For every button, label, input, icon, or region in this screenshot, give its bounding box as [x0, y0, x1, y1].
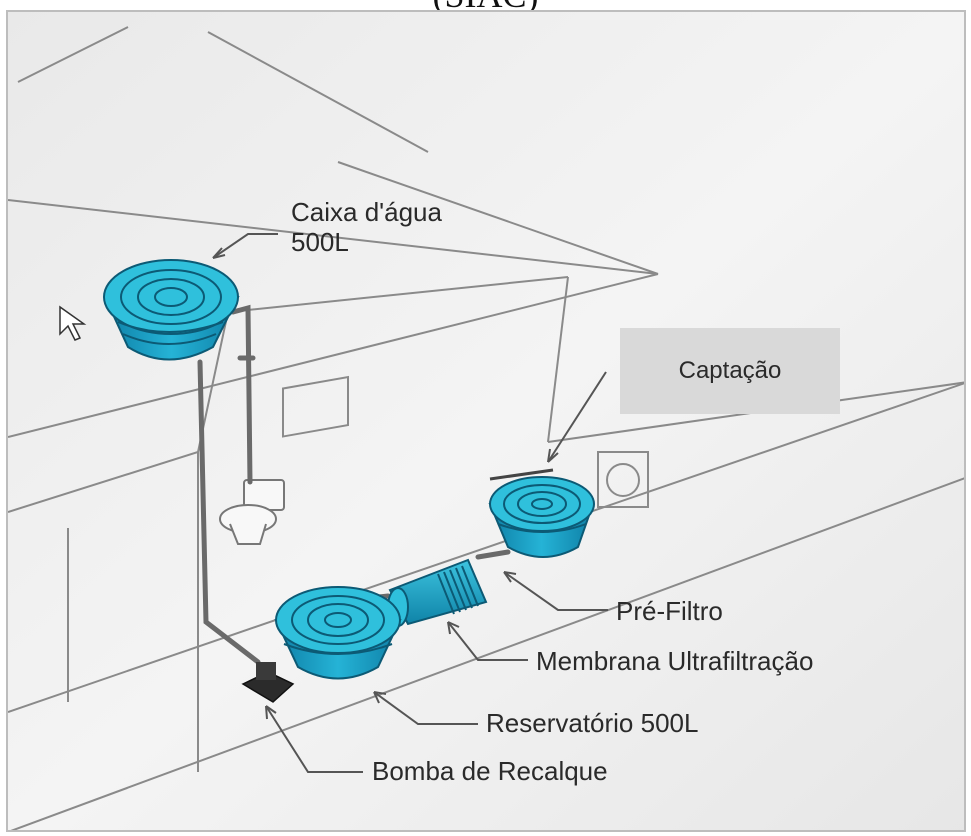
background: [8, 12, 964, 830]
label-reservatorio: Reservatório 500L: [486, 708, 699, 738]
house-sketch: [8, 26, 964, 830]
label-membrana: Membrana Ultrafiltração: [536, 646, 814, 676]
label-bomba: Bomba de Recalque: [372, 756, 608, 786]
water-tank-upper: [103, 259, 240, 361]
diagram-photo: Caixa d'água 500L Captação Pré-Filtro Me…: [6, 10, 966, 832]
water-tank-reservoir: [274, 586, 402, 680]
annotation-arrows: [212, 233, 608, 773]
gutter-line: [489, 468, 554, 481]
cursor-icon: [59, 305, 87, 341]
label-caixa-dagua: Caixa d'água 500L: [291, 197, 442, 258]
label-caixa-line1: Caixa d'água: [291, 197, 442, 227]
toilet-icon: [219, 479, 285, 545]
water-tank-captacao: [488, 476, 595, 558]
captacao-label-box: Captação: [620, 328, 840, 414]
label-captacao: Captação: [678, 357, 782, 385]
label-caixa-line2: 500L: [291, 226, 349, 257]
pump-icon: [241, 662, 295, 703]
diagram-drawing: [8, 12, 964, 830]
label-pre-filtro: Pré-Filtro: [616, 596, 723, 626]
